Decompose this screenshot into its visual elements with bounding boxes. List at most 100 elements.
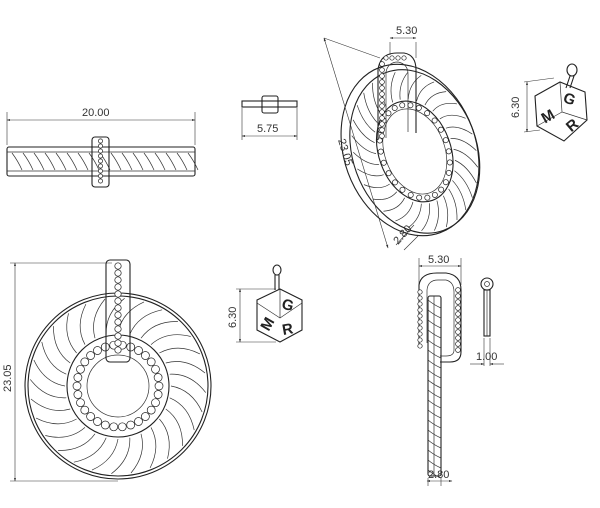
bead — [445, 148, 452, 155]
rib-line — [408, 203, 422, 228]
rib-line — [169, 373, 206, 393]
bead — [141, 351, 150, 360]
bead — [383, 55, 389, 61]
twist-line — [33, 152, 45, 171]
bead — [417, 301, 423, 307]
twist-line — [44, 152, 56, 171]
twist-line — [427, 449, 442, 459]
front-cube-letter-1: M — [257, 315, 278, 334]
rib-line — [169, 397, 195, 431]
bead — [417, 313, 423, 319]
rib-line — [35, 417, 77, 425]
bead — [379, 73, 385, 79]
bead — [417, 343, 423, 349]
bead — [114, 339, 122, 347]
twist-line — [427, 329, 442, 339]
bead — [455, 335, 461, 341]
bead — [455, 341, 461, 347]
bead — [399, 102, 406, 109]
iso-cube-charm: M G R 6.30 — [510, 63, 588, 142]
bead — [98, 148, 103, 154]
bead — [134, 417, 143, 426]
rib-line — [91, 438, 119, 471]
rib-line — [150, 334, 191, 345]
twist-line — [427, 309, 442, 319]
bead — [98, 163, 103, 169]
twist-line — [427, 409, 442, 419]
isometric-view: 5.30 23.05 2.80 — [323, 25, 481, 251]
rib-line — [159, 347, 201, 355]
rib-line — [443, 195, 449, 228]
rib-line — [432, 102, 457, 112]
dim-profile-ring: 1.00 — [476, 351, 497, 363]
bead — [455, 305, 461, 311]
twist-line — [427, 359, 442, 369]
bead — [455, 347, 461, 353]
twist-line — [11, 152, 23, 171]
twist-line — [427, 469, 442, 479]
rib-line — [390, 72, 396, 103]
rib-line — [383, 197, 405, 212]
bead — [417, 325, 423, 331]
rib-line — [45, 427, 86, 438]
bead — [114, 311, 122, 319]
twist-line — [22, 152, 34, 171]
rib-line — [351, 135, 377, 154]
bead — [114, 325, 122, 333]
twist-line — [55, 152, 67, 171]
twist-line — [187, 152, 199, 171]
bead — [93, 417, 102, 426]
rib-line — [111, 437, 131, 474]
twist-line — [427, 379, 442, 389]
bead — [86, 351, 95, 360]
dim-front-height: 23.05 — [2, 364, 14, 392]
twist-line — [143, 152, 155, 171]
dim-bail-width: 5.75 — [257, 123, 278, 135]
bead — [141, 412, 150, 421]
rib-line — [416, 81, 435, 102]
bead — [455, 293, 461, 299]
twist-line — [427, 369, 442, 379]
rib-line — [452, 180, 467, 211]
bead — [153, 390, 163, 399]
side-view: 20.00 — [6, 107, 199, 188]
bead — [424, 194, 431, 201]
dim-profile-top: 5.30 — [428, 254, 449, 266]
twist-line — [88, 152, 100, 171]
bead — [109, 422, 119, 432]
bead — [379, 121, 385, 127]
rib-line — [395, 201, 414, 222]
bead — [389, 55, 395, 61]
bead — [379, 109, 385, 115]
bead — [416, 194, 423, 201]
bead — [100, 342, 110, 352]
rib-line — [30, 379, 67, 399]
bead — [379, 67, 385, 73]
dim-iso-height: 23.05 — [335, 137, 355, 167]
twist-line — [121, 152, 133, 171]
front-view: 23.05 — [2, 259, 212, 482]
dim-profile-bottom: 2.80 — [428, 469, 449, 481]
bead — [455, 287, 461, 293]
bead — [98, 178, 103, 184]
bead — [114, 304, 122, 312]
bead — [100, 420, 110, 430]
bead — [399, 186, 406, 193]
bead — [114, 318, 122, 326]
twist-line — [66, 152, 78, 171]
rib-line — [117, 301, 145, 334]
bead — [379, 133, 385, 139]
bead — [395, 55, 401, 61]
bead — [151, 398, 160, 408]
bead — [114, 297, 122, 305]
twist-line — [427, 349, 442, 359]
bead — [455, 317, 461, 323]
bead — [114, 262, 122, 270]
rib-line — [448, 188, 458, 221]
twist-line — [110, 152, 122, 171]
rib-line — [357, 168, 384, 177]
bead — [391, 105, 398, 111]
bead — [98, 153, 103, 159]
